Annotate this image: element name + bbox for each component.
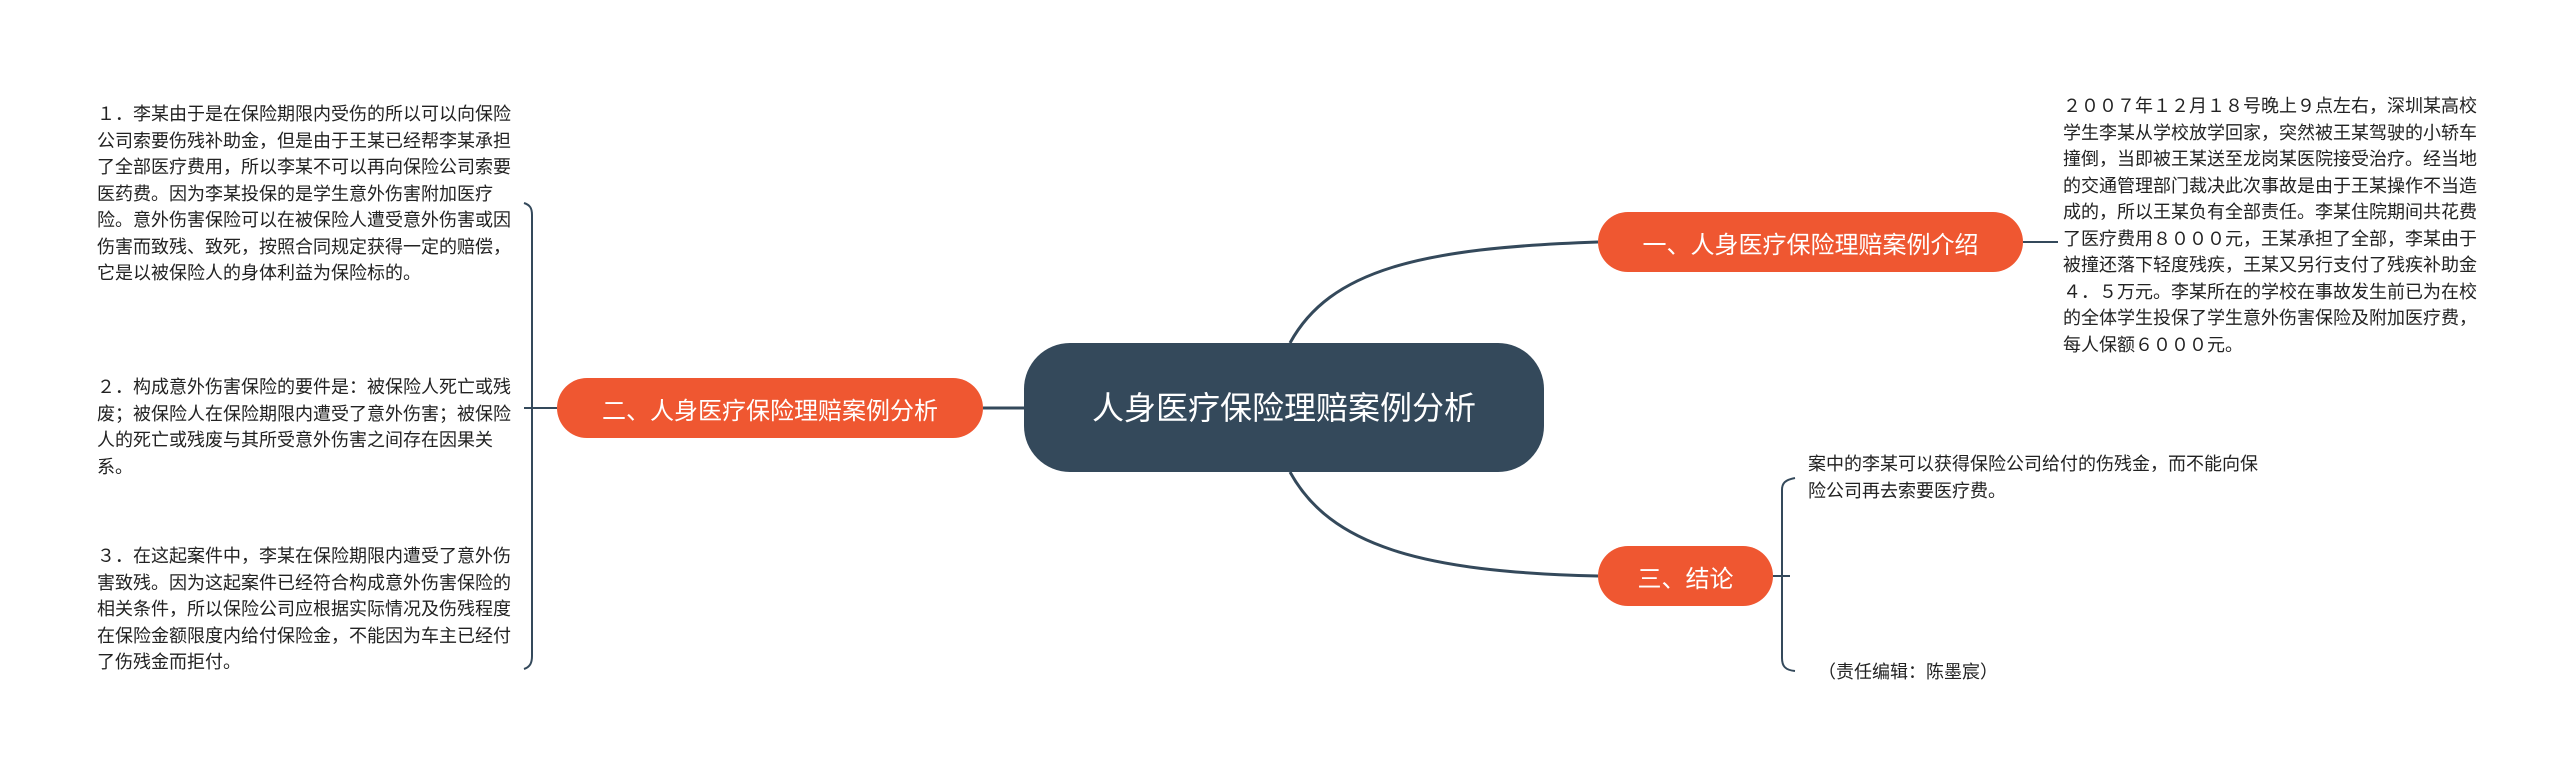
central-topic[interactable]: 人身医疗保险理赔案例分析 [1024, 343, 1544, 472]
branch-case-analysis[interactable]: 二、人身医疗保险理赔案例分析 [557, 378, 983, 438]
branch-conclusion[interactable]: 三、结论 [1598, 546, 1773, 606]
bracket-analysis [523, 202, 557, 670]
leaf-analysis-point-2[interactable]: ２．构成意外伤害保险的要件是：被保险人死亡或残废；被保险人在保险期限内遭受了意外… [97, 377, 511, 478]
branch-conclusion-label: 三、结论 [1637, 564, 1734, 593]
leaf-analysis-point-3[interactable]: ３．在这起案件中，李某在保险期限内遭受了意外伤害致残。因为这起案件已经符合构成意… [97, 546, 511, 673]
central-topic-label: 人身医疗保险理赔案例分析 [1091, 388, 1476, 427]
leaf-case-intro-text[interactable]: ２００７年１２月１８号晚上９点左右，深圳某高校学生李某从学校放学回家，突然被王某… [2063, 96, 2477, 356]
branch-case-analysis-label: 二、人身医疗保险理赔案例分析 [602, 396, 938, 425]
bracket-conclusion [1773, 477, 1796, 672]
leaf-analysis-point-1[interactable]: １．李某由于是在保险期限内受伤的所以可以向保险公司索要伤残补助金，但是由于王某已… [97, 104, 511, 284]
edge-root-conclusion [1288, 471, 1599, 578]
branch-case-intro[interactable]: 一、人身医疗保险理赔案例介绍 [1598, 212, 2023, 272]
branch-case-intro-label: 一、人身医疗保险理赔案例介绍 [1642, 230, 1979, 259]
edge-root-intro [1288, 240, 1599, 344]
leaf-conclusion-text[interactable]: 案中的李某可以获得保险公司给付的伤残金，而不能向保险公司再去索要医疗费。 [1808, 454, 2258, 502]
leaf-editor-credit[interactable]: （责任编辑：陈墨宸） [1818, 662, 1998, 683]
